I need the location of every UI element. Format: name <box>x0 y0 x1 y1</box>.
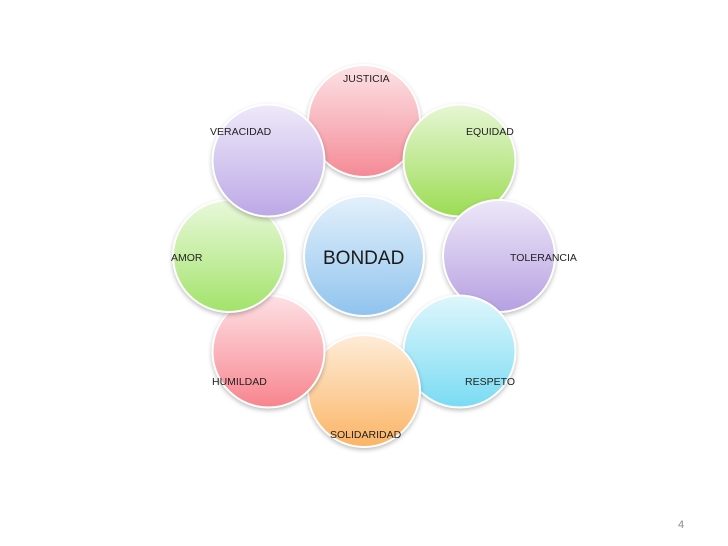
node-label-respeto: RESPETO <box>465 376 515 388</box>
node-label-veracidad: VERACIDAD <box>210 126 272 138</box>
node-label-humildad: HUMILDAD <box>212 376 267 388</box>
node-label-equidad: EQUIDAD <box>466 126 514 138</box>
node-label-amor: AMOR <box>171 252 203 264</box>
center-label: BONDAD <box>323 248 405 269</box>
node-label-solidaridad: SOLIDARIDAD <box>330 429 402 441</box>
page-number: 4 <box>678 519 685 531</box>
node-label-tolerancia: TOLERANCIA <box>510 252 577 264</box>
center-circle <box>303 195 425 317</box>
circles-layer <box>172 64 556 448</box>
node-circle-veracidad <box>211 103 326 218</box>
node-label-justicia: JUSTICIA <box>343 73 390 85</box>
